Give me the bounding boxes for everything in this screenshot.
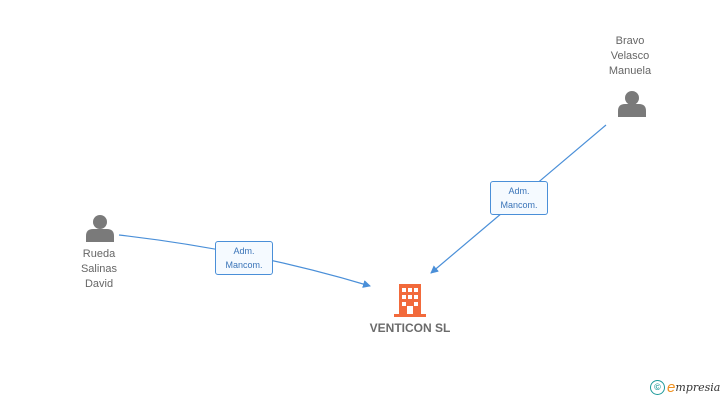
brand-logo-text: mpresia — [675, 381, 721, 394]
name-line: Manuela — [608, 65, 652, 77]
relation-badge-bravo: Adm. Mancom. — [490, 181, 548, 215]
person-icon[interactable] — [86, 215, 114, 242]
person-icon[interactable] — [618, 91, 646, 117]
name-line: Rueda — [82, 248, 116, 260]
relation-line: Adm. — [233, 246, 255, 256]
brand-logo-e: e — [667, 379, 676, 396]
copyright-icon: © — [650, 380, 665, 395]
relation-line: Mancom. — [225, 260, 263, 270]
name-line: Salinas — [80, 263, 118, 275]
name-line: Velasco — [610, 50, 650, 62]
relation-line: Adm. — [508, 186, 530, 196]
company-name[interactable]: VENTICON SL — [369, 321, 451, 335]
relation-line: Mancom. — [500, 200, 538, 210]
person-name-rueda[interactable]: Rueda Salinas David — [59, 247, 139, 292]
person-name-bravo[interactable]: Bravo Velasco Manuela — [590, 34, 670, 79]
name-line: David — [84, 278, 114, 290]
relation-badge-rueda: Adm. Mancom. — [215, 241, 273, 275]
name-line: Bravo — [615, 35, 645, 47]
empresia-watermark: ©empresia — [650, 379, 720, 399]
building-icon[interactable] — [394, 284, 426, 317]
